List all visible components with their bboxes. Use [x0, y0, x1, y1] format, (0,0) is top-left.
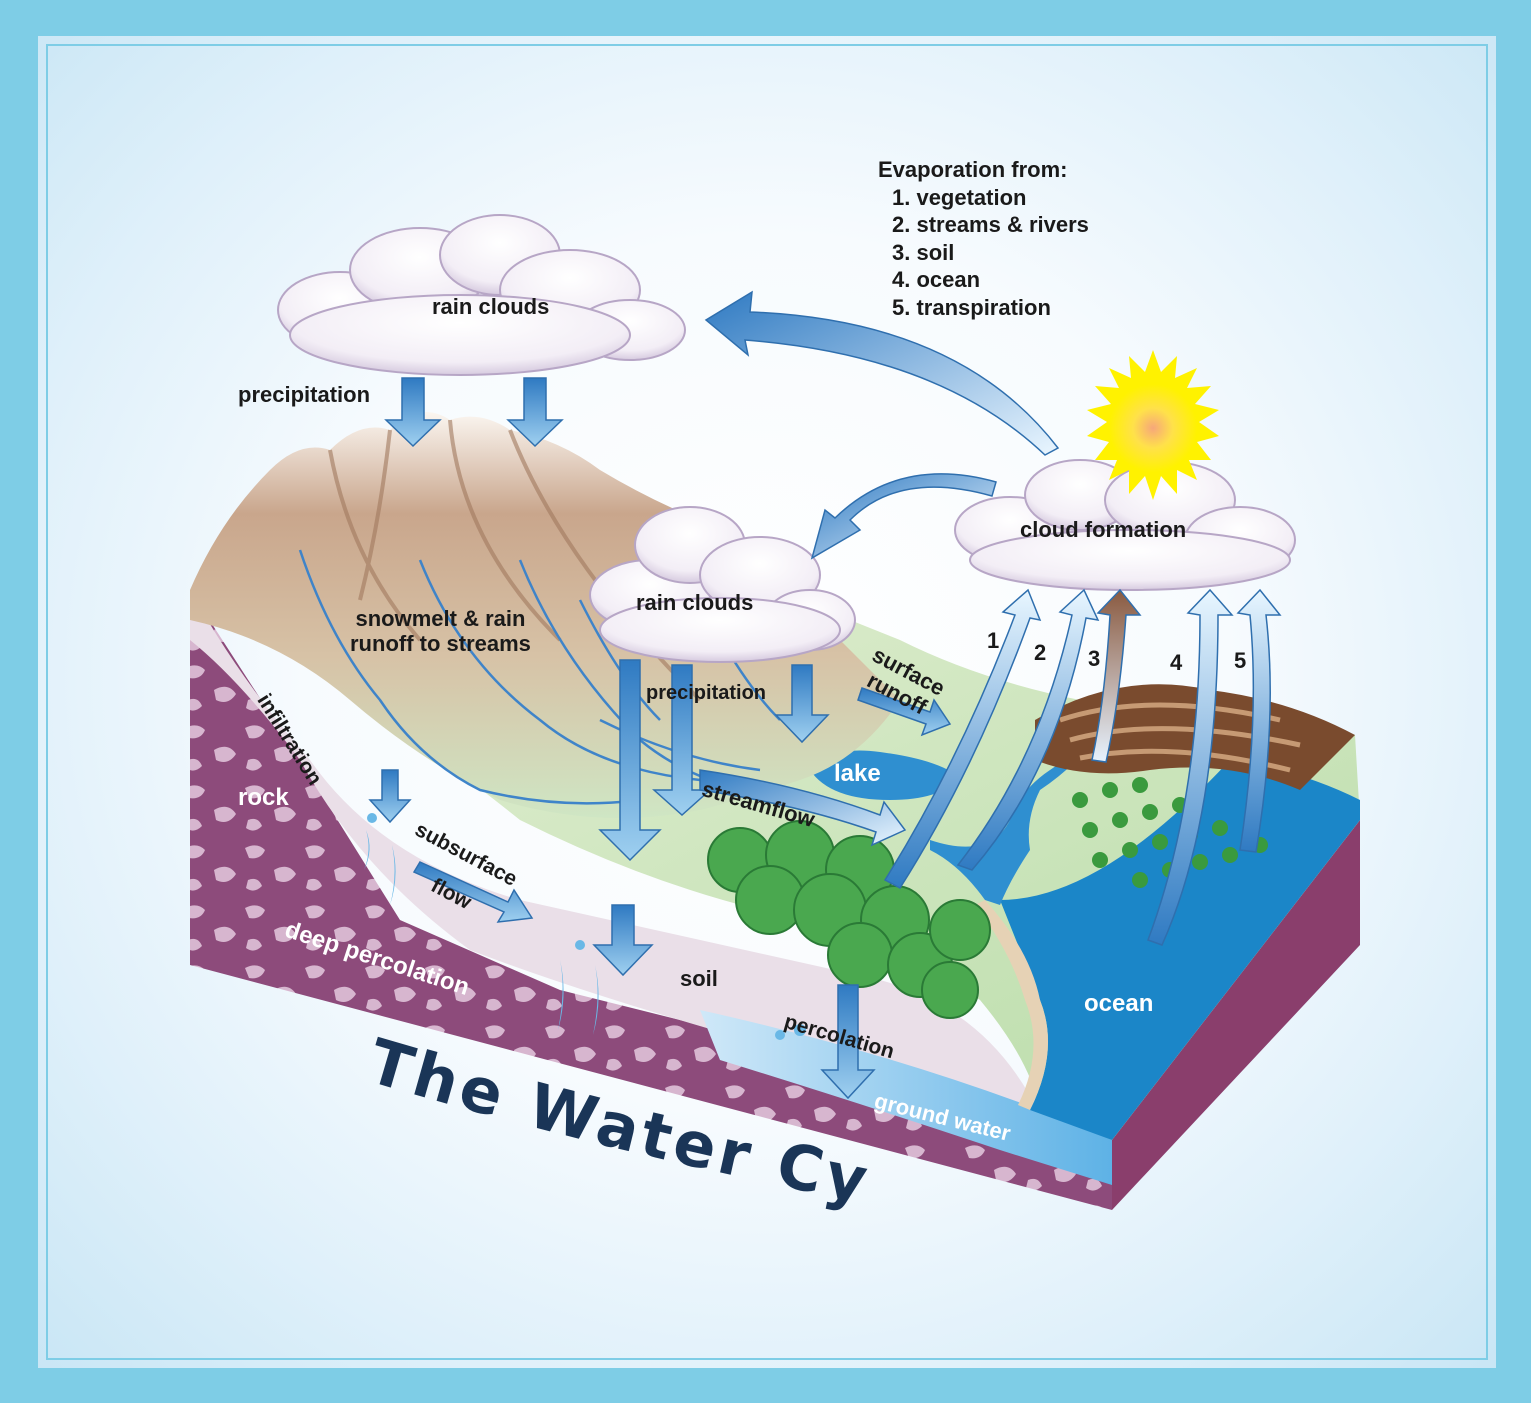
soil-layer [190, 590, 1040, 1115]
arrow-number-1: 1 [987, 628, 1000, 653]
rock-label: rock [238, 784, 289, 811]
sun-icon [1087, 350, 1219, 500]
evaporation-item: 1. vegetation [892, 184, 1027, 210]
percolation-arrow [820, 984, 876, 1100]
snowmelt-line1: snowmelt & rain [355, 606, 526, 631]
evaporation-heading: Evaporation from: [878, 157, 1068, 182]
arrow-number-3: 3 [1088, 646, 1101, 671]
evaporation-item: 3. soil [892, 239, 955, 265]
evaporation-arrows [883, 588, 1282, 946]
evaporation-item: 4. ocean [892, 267, 981, 292]
block-side-face [1112, 820, 1360, 1210]
soil-percolation-arrow [592, 904, 654, 977]
tree-icon [707, 820, 991, 1019]
page-title-text: The Water Cycle [0, 0, 873, 1218]
evaporation-item: 2. streams & rivers [892, 212, 1089, 237]
infiltration-arrow [368, 769, 412, 824]
evaporation-list: 1. vegetation 2. streams & rivers 3. soi… [878, 184, 1089, 322]
arrow-number-4: 4 [1170, 650, 1183, 675]
cloud-icon [277, 214, 1296, 663]
rain-clouds-top-label: rain clouds [432, 294, 550, 319]
snowmelt-runoff-label: snowmelt & rain runoff to streams [350, 606, 531, 657]
evaporation-legend: Evaporation from: 1. vegetation 2. strea… [878, 156, 1089, 321]
lake-water [810, 750, 960, 800]
arrow-number-2: 2 [1034, 640, 1047, 665]
precipitation-mid-label: precipitation [646, 682, 767, 704]
beach [975, 900, 1048, 1110]
subsurface-flow-arrow [412, 861, 534, 923]
water-drips [364, 813, 806, 1040]
rain-clouds-mid-label: rain clouds [636, 590, 754, 615]
snowmelt-line2: runoff to streams [350, 631, 531, 657]
cloud-formation-label: cloud formation [1020, 517, 1187, 542]
soil-label: soil [680, 966, 718, 991]
ground-water-layer [700, 1010, 1112, 1185]
ocean-water [1000, 760, 1360, 1140]
ocean-label: ocean [1084, 990, 1154, 1017]
streamflow-arrow [699, 769, 907, 847]
precipitation-arrows-top [384, 377, 564, 448]
surface-runoff-arrow [857, 687, 952, 737]
lake-label: lake [834, 760, 881, 787]
cloud-to-rain-arrow [810, 473, 997, 560]
arrow-number-5: 5 [1234, 648, 1247, 673]
precipitation-top-label: precipitation [238, 382, 371, 407]
precipitation-arrows-mid [598, 659, 830, 862]
evaporation-item: 5. transpiration [892, 294, 1051, 320]
evaporation-return-arrow [704, 290, 1060, 456]
page-title: The Water Cycle [0, 0, 877, 1218]
